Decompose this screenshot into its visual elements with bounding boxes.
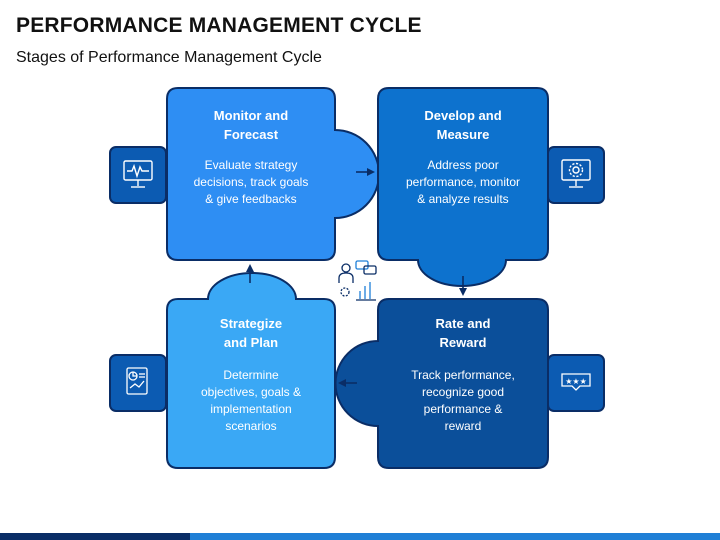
icon-box-rate: ★★★	[547, 354, 605, 412]
stage-card-monitor	[166, 87, 380, 261]
page-title: PERFORMANCE MANAGEMENT CYCLE	[16, 14, 422, 37]
stage-card-strategize	[166, 272, 336, 469]
stage-card-develop	[377, 87, 549, 287]
icon-box-monitor	[109, 146, 167, 204]
arrow-strategize-to-monitor	[246, 264, 254, 283]
monitor-waveform-icon	[123, 160, 153, 188]
stage-title-monitor: Monitor and Forecast	[213, 108, 289, 142]
strategy-chart-icon	[126, 367, 148, 395]
page-subtitle: Stages of Performance Management Cycle	[16, 49, 322, 66]
stage-title-strategize: Strategize and Plan	[219, 316, 283, 350]
svg-text:★★★: ★★★	[565, 377, 587, 386]
stage-body-develop: Address poor performance, monitor & anal…	[405, 158, 521, 206]
footer-bar-blue	[190, 533, 720, 540]
icon-box-strategize	[109, 354, 167, 412]
footer-bar-dark	[0, 533, 190, 540]
stage-title-develop: Develop and Measure	[424, 108, 502, 142]
stage-title-rate: Rate and Reward	[435, 316, 491, 350]
arrow-rate-to-strategize	[338, 379, 357, 387]
stage-card-rate	[334, 298, 549, 469]
rating-stars-icon: ★★★	[561, 373, 591, 391]
stage-body-strategize: Determine objectives, goals & implementa…	[200, 368, 302, 433]
arrow-monitor-to-develop	[356, 168, 375, 176]
monitor-gear-icon	[561, 159, 591, 188]
arrow-develop-to-rate	[459, 276, 467, 296]
icon-box-develop	[547, 146, 605, 204]
presenter-chart-icon	[338, 260, 377, 301]
stage-body-monitor: Evaluate strategy decisions, track goals…	[193, 158, 309, 206]
stage-body-rate: Track performance, recognize good perfor…	[411, 368, 515, 433]
